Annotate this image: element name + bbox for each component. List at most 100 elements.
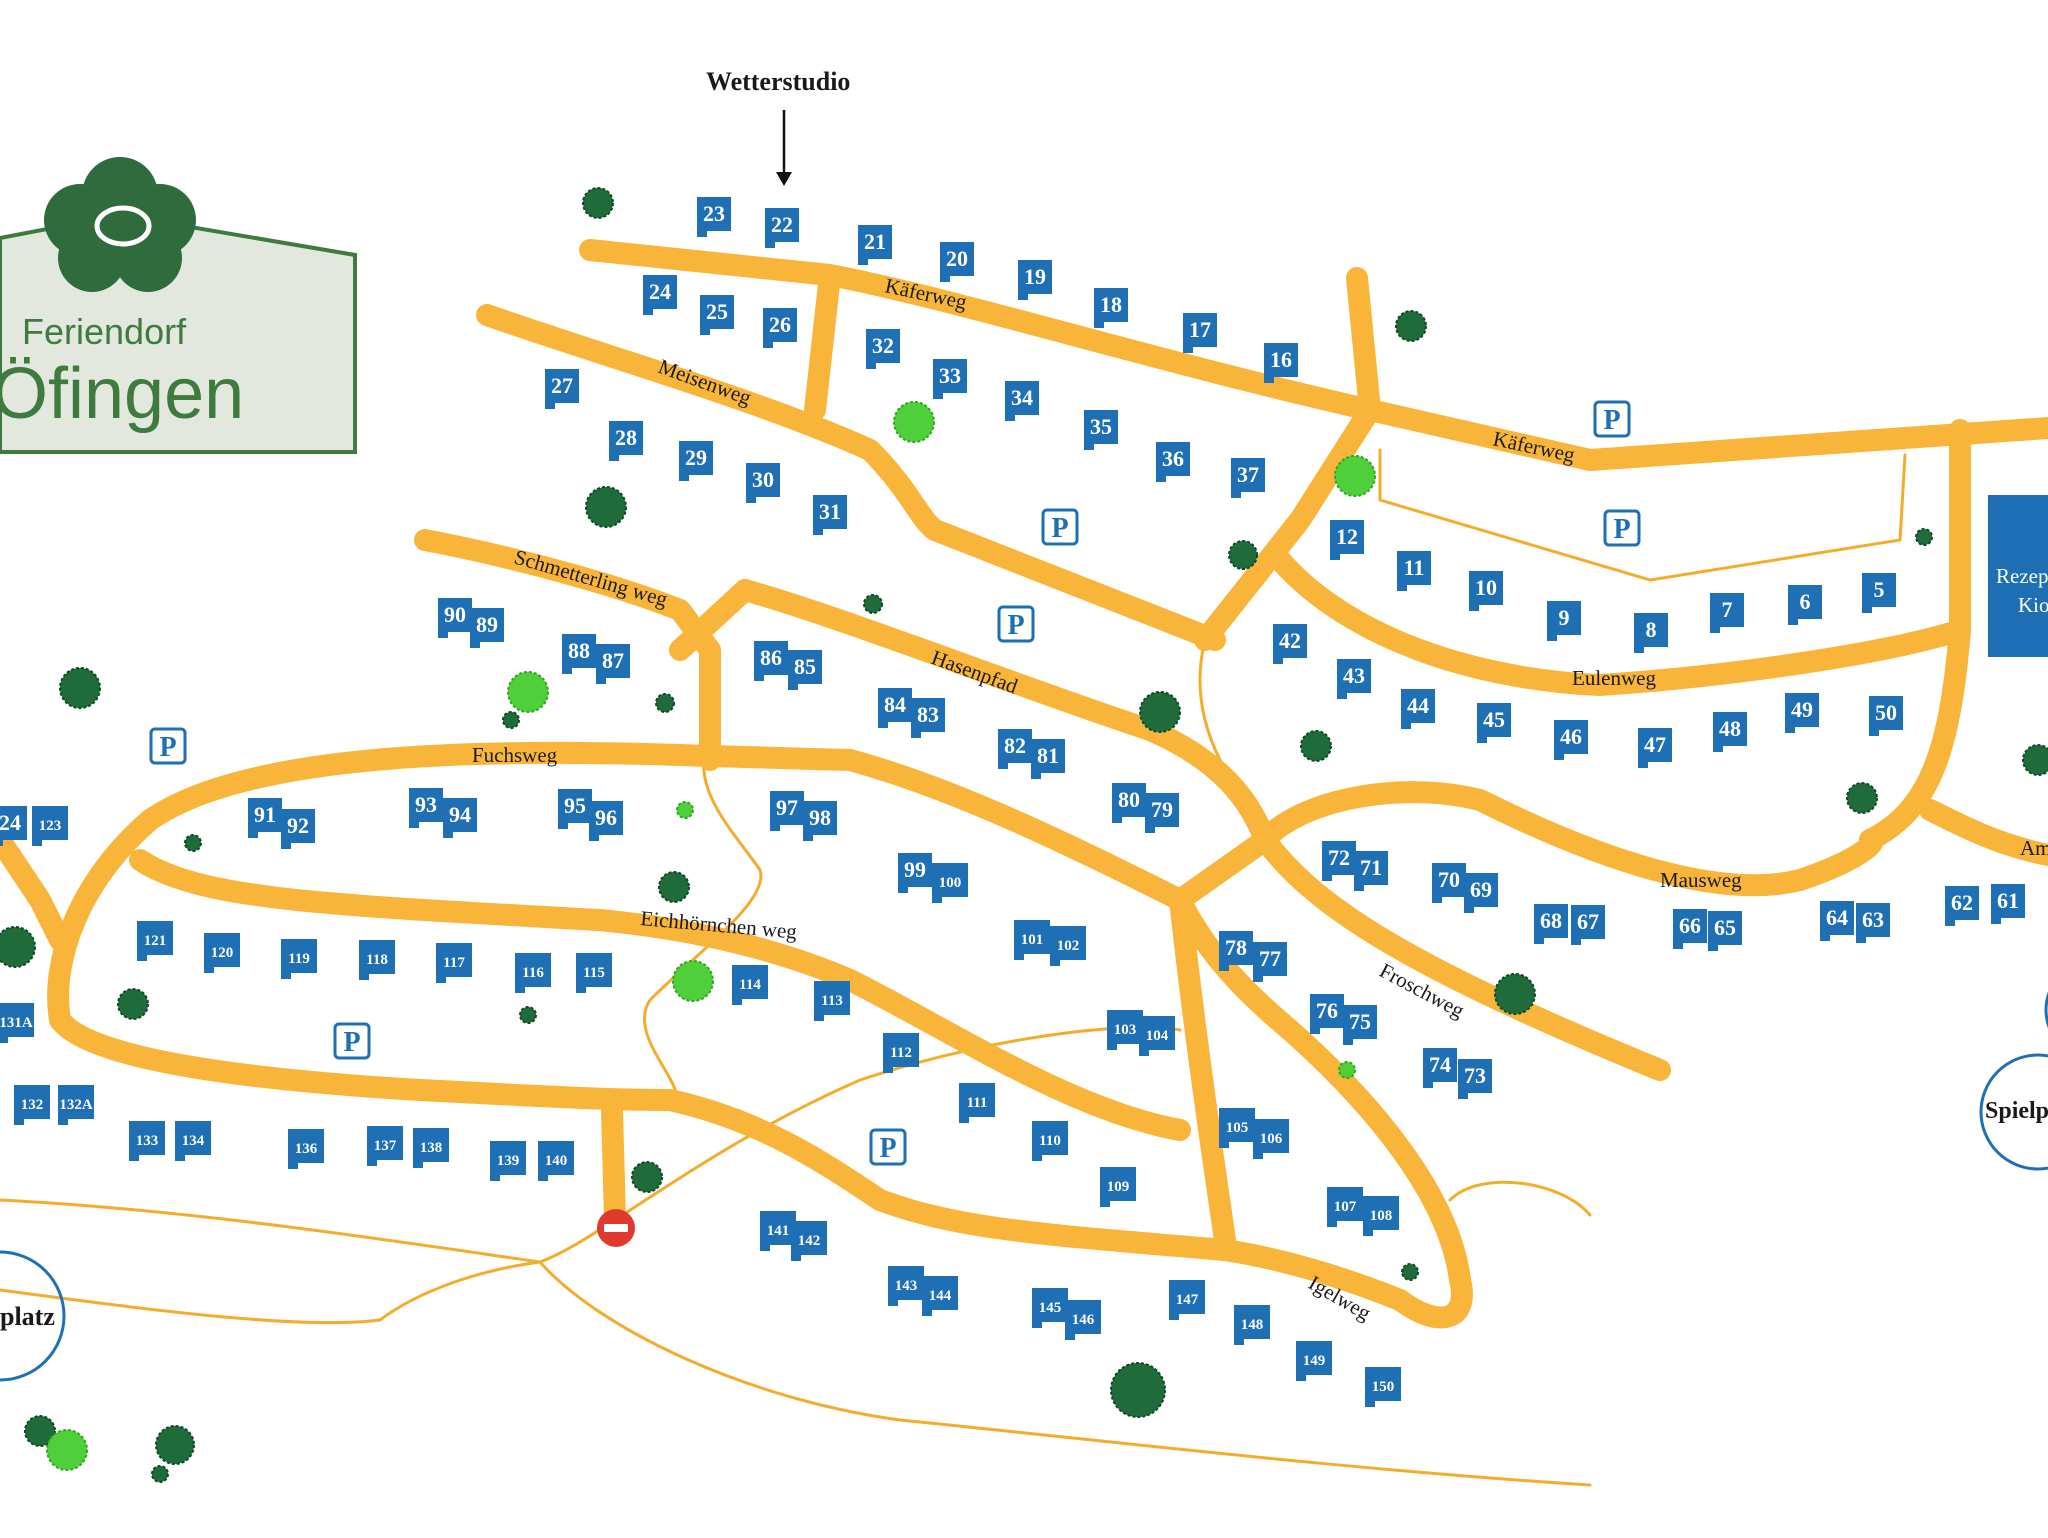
house-101[interactable]: 101	[1014, 920, 1050, 960]
house-104[interactable]: 104	[1139, 1016, 1175, 1056]
house-22[interactable]: 22	[765, 208, 799, 248]
house-133[interactable]: 133	[129, 1121, 165, 1161]
house-69[interactable]: 69	[1464, 873, 1498, 913]
house-34[interactable]: 34	[1005, 381, 1039, 421]
house-5[interactable]: 5	[1862, 573, 1896, 613]
house-147[interactable]: 147	[1169, 1280, 1205, 1320]
house-123[interactable]: 123	[32, 806, 68, 846]
house-61[interactable]: 61	[1991, 884, 2025, 924]
house-36[interactable]: 36	[1156, 442, 1190, 482]
house-72[interactable]: 72	[1322, 841, 1356, 881]
house-89[interactable]: 89	[470, 608, 504, 648]
house-68[interactable]: 68	[1534, 904, 1568, 944]
house-17[interactable]: 17	[1183, 313, 1217, 353]
house-48[interactable]: 48	[1713, 712, 1747, 752]
house-85[interactable]: 85	[788, 650, 822, 690]
house-105[interactable]: 105	[1219, 1108, 1255, 1148]
house-106[interactable]: 106	[1253, 1119, 1289, 1159]
house-115[interactable]: 115	[576, 953, 612, 993]
house-79[interactable]: 79	[1145, 793, 1179, 833]
house-90[interactable]: 90	[438, 598, 472, 638]
house-118[interactable]: 118	[359, 940, 395, 980]
house-65[interactable]: 65	[1708, 911, 1742, 951]
house-138[interactable]: 138	[413, 1128, 449, 1168]
house-64[interactable]: 64	[1820, 901, 1854, 941]
house-44[interactable]: 44	[1401, 689, 1435, 729]
house-24[interactable]: 24	[0, 806, 27, 846]
house-21[interactable]: 21	[858, 225, 892, 265]
house-84[interactable]: 84	[878, 688, 912, 728]
house-6[interactable]: 6	[1788, 585, 1822, 625]
house-20[interactable]: 20	[940, 242, 974, 282]
reception-building[interactable]: Rezep Kio	[1988, 495, 2048, 657]
house-121[interactable]: 121	[137, 921, 173, 961]
house-11[interactable]: 11	[1397, 551, 1431, 591]
house-29[interactable]: 29	[679, 441, 713, 481]
house-107[interactable]: 107	[1327, 1187, 1363, 1227]
house-45[interactable]: 45	[1477, 703, 1511, 743]
house-35[interactable]: 35	[1084, 410, 1118, 450]
house-30[interactable]: 30	[746, 463, 780, 503]
house-132A[interactable]: 132A	[58, 1085, 94, 1125]
house-92[interactable]: 92	[281, 809, 315, 849]
house-28[interactable]: 28	[609, 421, 643, 461]
house-26[interactable]: 26	[763, 308, 797, 348]
house-47[interactable]: 47	[1638, 728, 1672, 768]
house-148[interactable]: 148	[1234, 1305, 1270, 1345]
house-145[interactable]: 145	[1032, 1288, 1068, 1328]
playground-right[interactable]: Spielp	[1979, 960, 2048, 1171]
house-117[interactable]: 117	[436, 943, 472, 983]
house-83[interactable]: 83	[911, 698, 945, 738]
house-116[interactable]: 116	[515, 953, 551, 993]
house-33[interactable]: 33	[933, 359, 967, 399]
house-63[interactable]: 63	[1856, 903, 1890, 943]
house-93[interactable]: 93	[409, 788, 443, 828]
playground-left[interactable]: platz	[0, 1250, 66, 1382]
house-8[interactable]: 8	[1634, 613, 1668, 653]
house-102[interactable]: 102	[1050, 926, 1086, 966]
house-16[interactable]: 16	[1264, 343, 1298, 383]
house-50[interactable]: 50	[1869, 696, 1903, 736]
house-100[interactable]: 100	[932, 863, 968, 903]
house-78[interactable]: 78	[1219, 931, 1253, 971]
house-42[interactable]: 42	[1273, 624, 1307, 664]
house-149[interactable]: 149	[1296, 1341, 1332, 1381]
house-96[interactable]: 96	[589, 801, 623, 841]
house-132[interactable]: 132	[14, 1085, 50, 1125]
house-71[interactable]: 71	[1354, 851, 1388, 891]
house-81[interactable]: 81	[1031, 739, 1065, 779]
house-98[interactable]: 98	[803, 801, 837, 841]
house-136[interactable]: 136	[288, 1129, 324, 1169]
house-140[interactable]: 140	[538, 1141, 574, 1181]
house-25[interactable]: 25	[700, 295, 734, 335]
house-143[interactable]: 143	[888, 1266, 924, 1306]
house-94[interactable]: 94	[443, 798, 477, 838]
house-150[interactable]: 150	[1365, 1367, 1401, 1407]
house-67[interactable]: 67	[1571, 905, 1605, 945]
house-108[interactable]: 108	[1363, 1196, 1399, 1236]
house-32[interactable]: 32	[866, 329, 900, 369]
house-99[interactable]: 99	[898, 853, 932, 893]
house-110[interactable]: 110	[1032, 1121, 1068, 1161]
house-111[interactable]: 111	[959, 1083, 995, 1123]
house-23[interactable]: 23	[697, 197, 731, 237]
house-43[interactable]: 43	[1337, 659, 1371, 699]
house-87[interactable]: 87	[596, 644, 630, 684]
house-103[interactable]: 103	[1107, 1010, 1143, 1050]
house-82[interactable]: 82	[998, 729, 1032, 769]
house-77[interactable]: 77	[1253, 942, 1287, 982]
house-80[interactable]: 80	[1112, 783, 1146, 823]
house-9[interactable]: 9	[1547, 601, 1581, 641]
house-70[interactable]: 70	[1432, 863, 1466, 903]
house-31[interactable]: 31	[813, 495, 847, 535]
house-134[interactable]: 134	[175, 1121, 211, 1161]
house-86[interactable]: 86	[754, 641, 788, 681]
house-95[interactable]: 95	[558, 789, 592, 829]
house-10[interactable]: 10	[1469, 571, 1503, 611]
house-18[interactable]: 18	[1094, 288, 1128, 328]
house-142[interactable]: 142	[791, 1221, 827, 1261]
house-76[interactable]: 76	[1310, 994, 1344, 1034]
house-19[interactable]: 19	[1018, 260, 1052, 300]
house-7[interactable]: 7	[1710, 593, 1744, 633]
house-24[interactable]: 24	[643, 275, 677, 315]
